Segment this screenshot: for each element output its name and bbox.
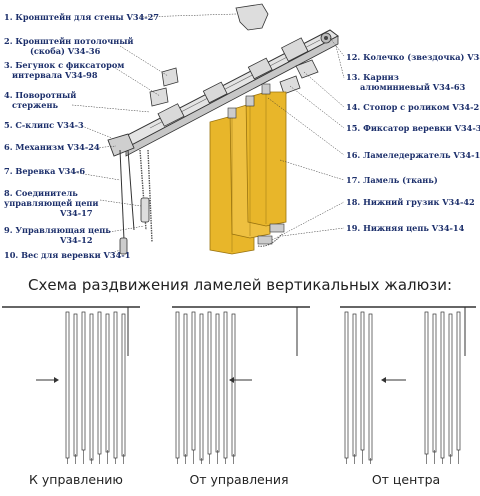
label-15: 15. Фиксатор веревки V34-37 — [346, 123, 480, 133]
slat-line — [223, 311, 228, 459]
label-5: 5. С-клипс V34-3 — [4, 120, 84, 130]
arrow-icon — [229, 377, 252, 383]
labels-left: 1. Кронштейн для стены V34-27 2. Кронште… — [4, 12, 159, 260]
control-chain — [139, 149, 147, 231]
slat-line — [231, 313, 236, 457]
scheme-from-control: От управления — [172, 306, 310, 487]
slat-line — [191, 311, 196, 451]
slat-line — [89, 313, 94, 461]
label-17: 17. Ламель (ткань) — [346, 175, 438, 185]
slat-line — [113, 311, 118, 459]
mechanism-block — [157, 103, 185, 127]
slat-line — [97, 311, 102, 455]
label-1: 1. Кронштейн для стены V34-27 — [4, 12, 159, 22]
label-12: 12. Колечко (звездочка) V34-4 — [346, 52, 480, 62]
labels-right: 12. Колечко (звездочка) V34-4 13. Карниз… — [346, 52, 480, 233]
slat-line — [121, 313, 126, 457]
label-10: 10. Вес для веревки V34-1 — [4, 250, 130, 260]
label-16: 16. Ламеледержатель V34-19 — [346, 150, 480, 160]
label-18: 18. Нижний грузик V34-42 — [346, 197, 475, 207]
label-7: 7. Веревка V34-6 — [4, 166, 85, 176]
slat-line — [432, 313, 437, 453]
bottom-weight — [257, 235, 273, 245]
slat-line — [344, 311, 349, 459]
arrow-icon — [381, 377, 406, 383]
section-title: Схема раздвижения ламелей вертикальных ж… — [28, 276, 452, 294]
arrow-icon — [36, 377, 59, 383]
leader-lines — [71, 13, 345, 254]
slat-line — [105, 313, 110, 453]
scheme-caption: К управлению — [29, 472, 123, 487]
wall-bracket — [235, 3, 269, 31]
scheme-slats — [175, 311, 236, 464]
slat-line — [81, 311, 86, 451]
cord — [119, 149, 125, 241]
bottom-chain — [257, 233, 283, 247]
slat-holder — [227, 107, 237, 119]
scheme-caption: От центра — [372, 472, 440, 487]
slat-line — [65, 311, 70, 459]
slat-line — [199, 313, 204, 461]
control-mechanism — [107, 133, 135, 157]
slat-line — [448, 313, 453, 457]
slat-line — [368, 313, 373, 461]
label-14: 14. Стопор с роликом V34-21 — [346, 102, 480, 112]
label-2: 2. Кронштейн потолочный(скоба) V34-36 — [4, 36, 134, 56]
chain-connector — [140, 197, 150, 223]
slat-line — [424, 311, 429, 455]
slat-line — [215, 313, 220, 453]
slat-line — [73, 313, 78, 457]
slat-line — [175, 311, 180, 459]
scheme-slats — [65, 311, 126, 464]
slat-line — [183, 313, 188, 457]
scheme-to-control: К управлению — [2, 306, 140, 487]
label-6: 6. Механизм V34-24 — [4, 142, 100, 152]
slat-line — [440, 311, 445, 459]
label-19: 19. Нижняя цепь V34-14 — [346, 223, 465, 233]
slats — [209, 91, 287, 255]
cord-weight — [119, 237, 128, 255]
slat-line — [360, 311, 365, 451]
slat-line — [207, 311, 212, 455]
slat-line — [456, 311, 461, 451]
blinds-assembly-drawing — [107, 3, 339, 255]
scheme-caption: От управления — [189, 472, 288, 487]
scheme-slats — [344, 311, 461, 464]
scheme-from-center: От центра — [340, 306, 476, 487]
slat-line — [352, 313, 357, 457]
